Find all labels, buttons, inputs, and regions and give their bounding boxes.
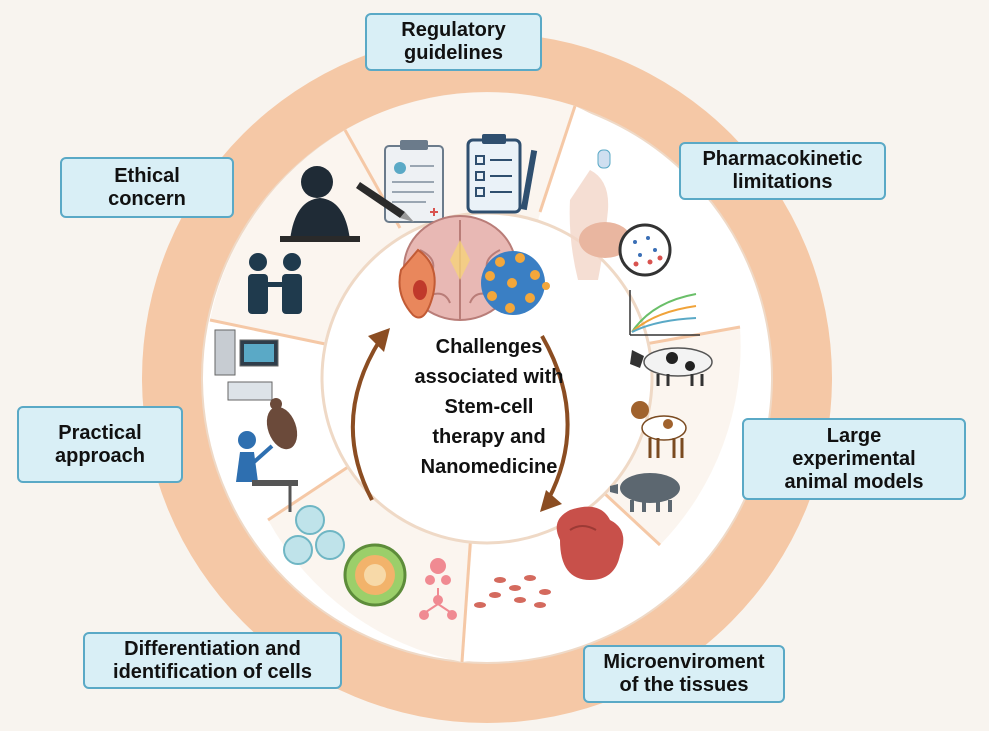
label-large-animal-models: Large experimental animal models [742, 418, 966, 500]
label-line: limitations [732, 171, 833, 193]
label-line: approach [54, 444, 146, 467]
lab-workstation-icon [214, 329, 279, 401]
center-title: Challenges associated with Stem-cell the… [374, 332, 604, 482]
label-line: Microenviroment [603, 651, 765, 673]
tumor-tissue-icon [474, 506, 624, 608]
label-line: identification of cells [113, 660, 312, 683]
cycle-arrow-icon [350, 335, 570, 501]
cell-cluster-icon [343, 543, 407, 607]
label-practical-approach: Practical approach [17, 406, 183, 483]
label-line: concern [108, 187, 186, 210]
pk-magnifier-icon [618, 223, 672, 277]
label-line: Pharmacokinetic [702, 148, 863, 170]
label-pharmacokinetic-limitations: Pharmacokinetic limitations [679, 142, 886, 200]
cell-lineage-icon [419, 558, 457, 620]
label-regulatory-guidelines: Regulatory guidelines [365, 13, 542, 71]
cycle-arrowhead-top [368, 328, 390, 352]
nanoparticle-icon [481, 251, 550, 315]
center-line: therapy and [432, 426, 546, 448]
label-line: Regulatory [401, 19, 506, 41]
label-line: experimental [792, 447, 916, 470]
pig-icon [610, 473, 680, 512]
label-microenvironment-tissues: Microenviroment of the tissues [583, 645, 785, 703]
cow-icon [630, 347, 713, 386]
neuron-cell-icon [398, 248, 436, 319]
person-writing-icon [280, 166, 360, 242]
pen-icon [356, 182, 414, 222]
dog-icon [631, 401, 687, 458]
cycle-arrowhead-bottom [540, 490, 562, 512]
pk-curve-chart-icon [629, 290, 700, 336]
label-line: Practical [58, 421, 142, 444]
researcher-icon [236, 431, 298, 512]
center-line: associated with [414, 366, 564, 388]
label-line: animal models [784, 470, 924, 493]
label-ethical-concern: Ethical concern [60, 157, 234, 218]
center-line: Stem-cell [444, 396, 534, 418]
checklist-icon [466, 134, 538, 214]
rat-icon [266, 398, 298, 450]
label-line: guidelines [404, 42, 503, 64]
label-line: Large [826, 424, 882, 447]
label-line: of the tissues [619, 674, 749, 696]
stem-cell-icon [283, 505, 345, 565]
clipboard-icon [384, 140, 444, 223]
center-line: Nanomedicine [420, 456, 558, 478]
label-differentiation-identification: Differentiation and identification of ce… [83, 632, 342, 689]
label-line: Differentiation and [124, 637, 301, 660]
digestive-system-icon [569, 149, 631, 280]
two-people-icon [248, 253, 302, 314]
label-line: Ethical [114, 164, 180, 187]
center-line: Challenges [435, 336, 543, 358]
